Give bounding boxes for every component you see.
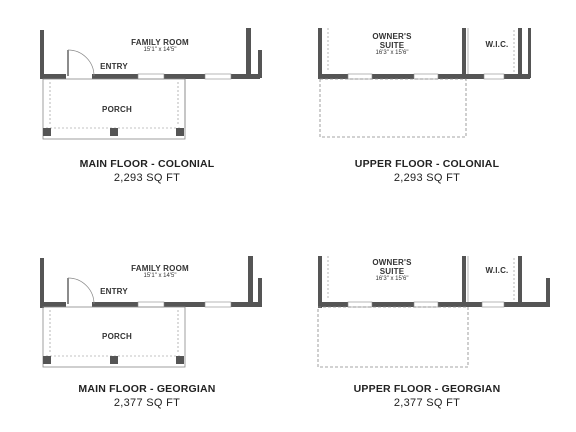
entry-label: ENTRY xyxy=(100,62,128,71)
entry-label: ENTRY xyxy=(100,287,128,296)
porch-label: PORCH xyxy=(102,105,132,114)
window xyxy=(204,73,232,80)
porch-outline xyxy=(42,306,186,368)
window xyxy=(347,301,373,308)
plan-caption: MAIN FLOOR - GEORGIAN 2,377 SQ FT xyxy=(47,382,247,410)
plan-area: 2,377 SQ FT xyxy=(113,397,181,409)
plan-title: UPPER FLOOR - GEORGIAN xyxy=(353,383,501,395)
wall-wic-right xyxy=(518,256,522,304)
door-opening xyxy=(66,302,92,307)
wall-right-outer xyxy=(258,278,262,306)
room-name: FAMILY ROOM xyxy=(131,264,189,273)
door-swing xyxy=(67,49,95,77)
window xyxy=(137,73,165,80)
wall-left xyxy=(40,30,44,78)
room-dimensions: 15'1" x 14'5" xyxy=(143,47,177,53)
wall-right xyxy=(246,28,251,76)
plan-area: 2,377 SQ FT xyxy=(393,397,461,409)
wall-left xyxy=(40,258,44,308)
floorplan-drawing xyxy=(40,28,262,140)
window xyxy=(204,301,232,308)
floorplan-drawing xyxy=(317,256,550,368)
window xyxy=(413,301,439,308)
window xyxy=(137,301,165,308)
plan-main-colonial: FAMILY ROOM 15'1" x 14'5" ENTRY PORCH MA… xyxy=(0,0,288,200)
door-opening xyxy=(66,74,92,79)
plan-title: UPPER FLOOR - COLONIAL xyxy=(354,158,500,170)
plan-upper-georgian: OWNER'S SUITE 16'3" x 15'6" W.I.C. UPPER… xyxy=(288,226,576,432)
porch-column xyxy=(110,128,118,136)
wall-wic-divider xyxy=(462,28,466,76)
plan-upper-colonial: OWNER'S SUITE 16'3" x 15'6" W.I.C. UPPER… xyxy=(288,0,576,200)
wall-right-outer xyxy=(546,278,550,306)
wic-label: W.I.C. xyxy=(485,266,509,275)
wall-left xyxy=(318,256,322,308)
room-name: FAMILY ROOM xyxy=(131,38,189,47)
room-name: SUITE xyxy=(379,41,405,50)
plan-area: 2,293 SQ FT xyxy=(393,172,461,184)
porch-column xyxy=(176,128,184,136)
room-dimensions: 16'3" x 15'6" xyxy=(375,276,409,282)
door-swing xyxy=(67,277,95,305)
owners-suite-label: OWNER'S SUITE 16'3" x 15'6" xyxy=(352,32,432,57)
floorplan-drawing xyxy=(40,256,262,368)
plan-caption: MAIN FLOOR - COLONIAL 2,293 SQ FT xyxy=(47,157,247,185)
porch-column xyxy=(43,356,51,364)
window xyxy=(413,73,439,80)
room-name: OWNER'S xyxy=(372,32,412,41)
owners-suite-label: OWNER'S SUITE 16'3" x 15'6" xyxy=(352,258,432,283)
porch-column xyxy=(110,356,118,364)
floorplan-drawing xyxy=(318,28,531,138)
porch-label: PORCH xyxy=(102,332,132,341)
plan-title: MAIN FLOOR - GEORGIAN xyxy=(78,383,216,395)
wall-right-outer xyxy=(258,50,262,78)
family-room-label: FAMILY ROOM 15'1" x 14'5" xyxy=(100,264,220,280)
room-dimensions: 16'3" x 15'6" xyxy=(375,50,409,56)
plan-caption: UPPER FLOOR - GEORGIAN 2,377 SQ FT xyxy=(327,382,527,410)
wic-label: W.I.C. xyxy=(485,40,509,49)
plan-caption: UPPER FLOOR - COLONIAL 2,293 SQ FT xyxy=(327,157,527,185)
wall-wic-right xyxy=(518,28,522,76)
window xyxy=(483,73,505,80)
wall-right xyxy=(248,256,253,304)
window xyxy=(347,73,373,80)
wall-left xyxy=(318,28,322,78)
porch-column xyxy=(176,356,184,364)
plan-title: MAIN FLOOR - COLONIAL xyxy=(79,158,215,170)
porch-roof-outline xyxy=(319,78,467,138)
plan-main-georgian: FAMILY ROOM 15'1" x 14'5" ENTRY PORCH MA… xyxy=(0,226,288,432)
room-name: SUITE xyxy=(379,267,405,276)
wall-right xyxy=(528,28,531,78)
window xyxy=(481,301,505,308)
porch-roof-outline xyxy=(317,306,469,368)
family-room-label: FAMILY ROOM 15'1" x 14'5" xyxy=(100,38,220,54)
porch-column xyxy=(43,128,51,136)
room-name: OWNER'S xyxy=(372,258,412,267)
room-dimensions: 15'1" x 14'5" xyxy=(143,273,177,279)
wall-wic-divider xyxy=(462,256,466,304)
plan-area: 2,293 SQ FT xyxy=(113,172,181,184)
